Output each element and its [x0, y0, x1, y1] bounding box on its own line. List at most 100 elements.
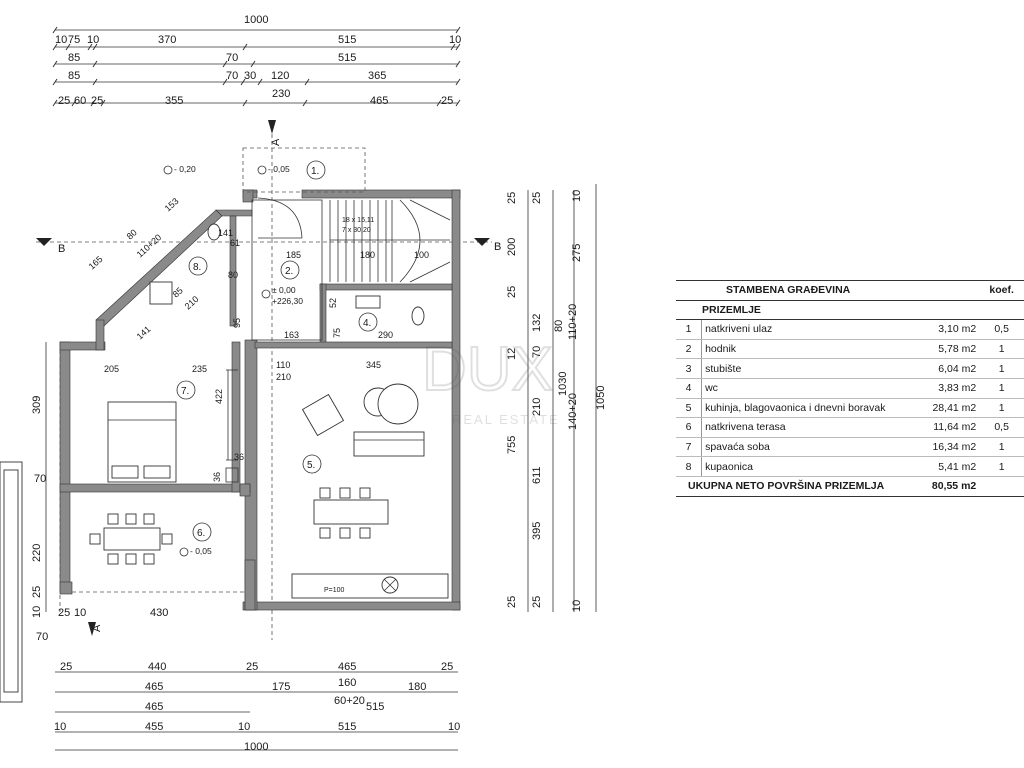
dim-top-r2-b: 70	[226, 52, 238, 64]
dim-left-25: 25	[31, 586, 43, 598]
dim-bottom-r4-c: 10	[238, 721, 250, 733]
dim-bottom-total: 1000	[244, 741, 268, 753]
row-area: 28,41 m2	[923, 398, 980, 419]
dim-bottom-r1-d: 465	[338, 661, 356, 673]
room-5-number: 5.	[307, 460, 315, 471]
dim-bottom-r2-b: 175	[272, 681, 290, 693]
dim-left-220: 220	[31, 544, 43, 562]
dim-right-c2: 275	[571, 244, 583, 262]
room-1-number: 1.	[311, 166, 319, 177]
dim-top-r2-c: 515	[338, 52, 356, 64]
dim-left-bottom-d: 70	[36, 631, 48, 643]
dim-right-a3: 25	[506, 286, 518, 298]
room-6-number: 6.	[197, 528, 205, 539]
dim-right-c5: 1030	[557, 372, 569, 396]
room-7-number: 7.	[181, 386, 189, 397]
row-number: 6	[676, 417, 703, 438]
stair-steps-label-1: 18 x 16,11	[342, 217, 374, 224]
row-koef: 0,5	[979, 417, 1024, 438]
fixture-tag: P=100	[324, 587, 345, 594]
section-b-right: B	[494, 241, 501, 253]
dim-top-r2-a: 85	[68, 52, 80, 64]
dim-bottom-r4-b: 455	[145, 721, 163, 733]
inner-dim: 345	[366, 360, 381, 370]
row-area: 5,41 m2	[923, 456, 980, 477]
room-number-markers: 1. 2. 4. 5. 6. 7. 8.	[176, 160, 378, 542]
row-area: 16,34 m2	[923, 437, 980, 458]
bottom-dimension-chains: 25 440 25 465 25 465 175 160 180 60+20 5…	[54, 661, 460, 753]
room-outlines: 18 x 16,11 7 x 30,20	[59, 147, 451, 612]
stairs: 18 x 16,11 7 x 30,20	[329, 199, 451, 283]
dim-bottom-r1-b: 440	[148, 661, 166, 673]
level-entrance: - 0,05	[268, 164, 290, 174]
inner-dim: 100	[414, 250, 429, 260]
dim-top-r1-f: 10	[449, 34, 461, 46]
dim-bottom-r1-c: 25	[246, 661, 258, 673]
inner-dim: 80	[228, 270, 238, 280]
inner-dim: 75	[332, 328, 342, 338]
inner-dim: 80	[125, 227, 139, 241]
dim-top-r3-a: 85	[68, 70, 80, 82]
row-name: wc	[701, 378, 924, 399]
dim-top-r4-d: 355	[165, 95, 183, 107]
inner-dim: 235	[192, 364, 207, 374]
row-area: 3,10 m2	[923, 319, 980, 340]
dim-right-a6: 755	[506, 436, 518, 454]
level-upper: +226,30	[272, 296, 303, 306]
inner-dim: 110+20	[135, 232, 164, 259]
inner-dim: 290	[378, 330, 393, 340]
row-number: 3	[676, 358, 703, 379]
inner-dim: 210	[276, 372, 291, 382]
dim-right-b3: 70	[531, 346, 543, 358]
row-number: 4	[676, 378, 703, 399]
row-number: 8	[676, 456, 703, 477]
dim-right-b1: 25	[531, 192, 543, 204]
inner-dim: 422	[214, 389, 224, 404]
section-a-bottom: A	[91, 624, 103, 632]
dining-table-icon	[313, 499, 389, 525]
dim-right-c6: 140+20	[567, 393, 579, 430]
inner-dim: 61	[230, 238, 240, 248]
dim-right-b4: 210	[531, 398, 543, 416]
top-dimension-chains: 1000 10 75 10 370 515 10 85 70 515 85 70…	[52, 14, 461, 107]
inner-dim: 36	[234, 452, 244, 462]
dim-bottom-r4-d: 515	[338, 721, 356, 733]
row-koef: 1	[979, 437, 1024, 458]
row-koef: 0,5	[979, 319, 1024, 340]
section-b-left: B	[58, 243, 65, 255]
level-left: - 0,20	[174, 164, 196, 174]
dim-left-10: 10	[31, 606, 43, 618]
terrace-table-icon	[103, 527, 161, 551]
inner-dim: 210	[183, 294, 201, 311]
toilet-icon	[411, 306, 425, 326]
dim-bottom-r2-f: 515	[366, 701, 384, 713]
inner-dim: 141	[218, 228, 233, 238]
dim-top-r4-a: 25	[58, 95, 70, 107]
row-name: natkriveni ulaz	[701, 319, 924, 340]
row-koef: 1	[979, 456, 1024, 477]
inner-dim: 205	[104, 364, 119, 374]
inner-dim: 180	[360, 250, 375, 260]
level-terrace: - 0,05	[190, 546, 212, 556]
dim-left-bottom-c: 430	[150, 607, 168, 619]
row-number: 5	[676, 398, 703, 419]
dim-right-b5: 611	[531, 466, 543, 484]
row-koef: 1	[979, 339, 1024, 360]
dim-top-r3-b: 70	[226, 70, 238, 82]
dim-top-total: 1000	[244, 14, 268, 26]
armchair-icon	[301, 393, 345, 437]
table-floor-label: PRIZEMLJE	[676, 300, 1024, 321]
dim-top-r1-e: 515	[338, 34, 356, 46]
right-dimension-chains: 25 200 25 12 755 25 25 132 70 210 611 39…	[506, 184, 607, 612]
inner-dim: 95	[232, 318, 242, 328]
dim-top-r4-f: 465	[370, 95, 388, 107]
room-8-number: 8.	[193, 262, 201, 273]
dim-top-r1-a: 10	[55, 34, 67, 46]
room-4-number: 4.	[363, 318, 371, 329]
row-name: hodnik	[701, 339, 924, 360]
